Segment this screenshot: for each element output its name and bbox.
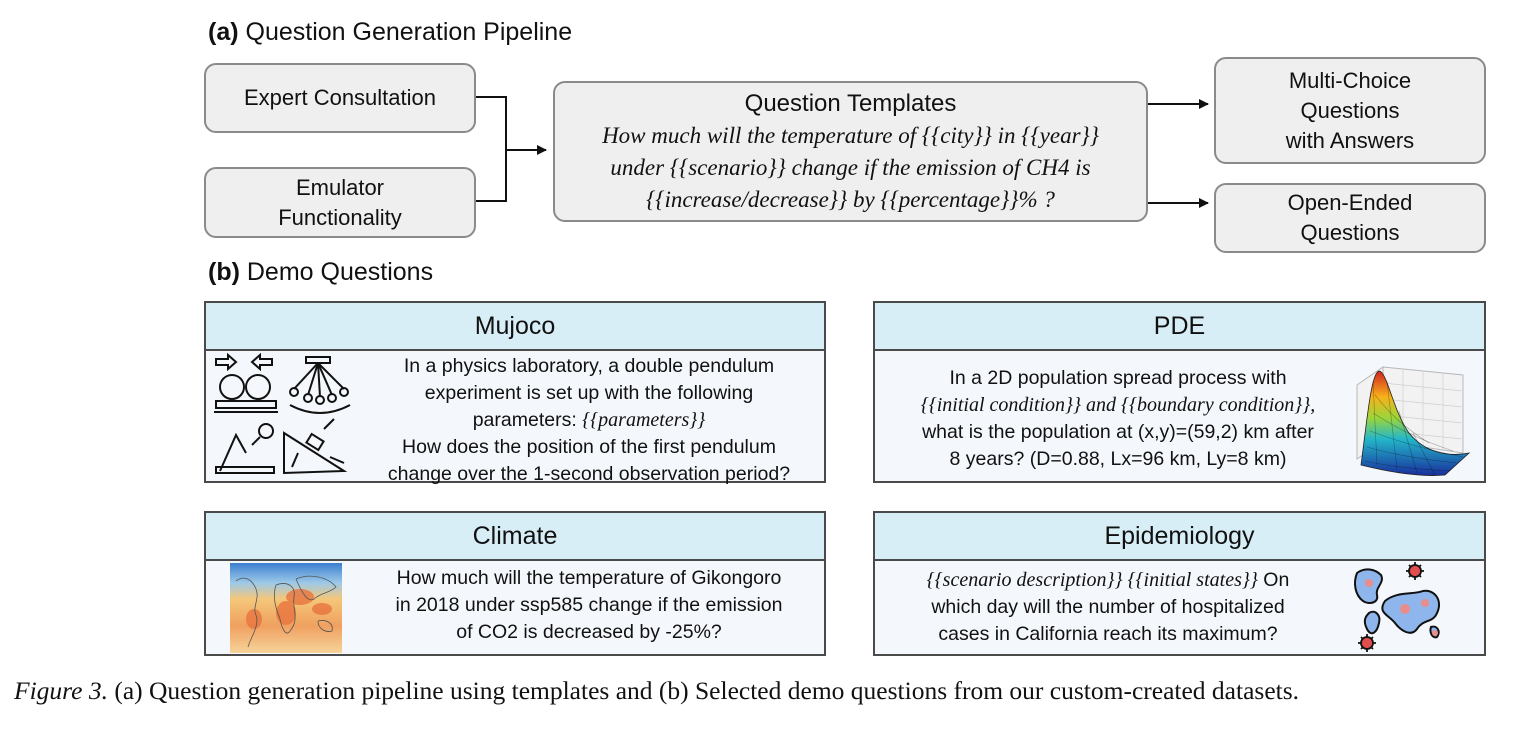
pde-card-title: PDE bbox=[875, 303, 1484, 351]
epidemiology-line1-rest: On bbox=[1257, 569, 1290, 591]
pde-surface-plot-image bbox=[1356, 366, 1471, 476]
virus-icon bbox=[1358, 562, 1424, 652]
climate-line1: How much will the temperature of Gikongo… bbox=[396, 567, 782, 589]
section-a-label: (a) bbox=[208, 18, 239, 46]
section-a-title: (a) Question Generation Pipeline bbox=[208, 18, 572, 47]
question-templates-title: Question Templates bbox=[744, 89, 957, 117]
climate-line2: in 2018 under ssp585 change if the emiss… bbox=[395, 594, 783, 616]
mujoco-line4: How does the position of the first pendu… bbox=[402, 436, 776, 458]
split-connector bbox=[1148, 99, 1209, 208]
section-a-text: Question Generation Pipeline bbox=[245, 18, 573, 46]
mujoco-line1: In a physics laboratory, a double pendul… bbox=[403, 355, 775, 377]
epidemiology-card: Epidemiology {{scenario description}} {{… bbox=[873, 511, 1486, 656]
climate-card: Climate How much will the temperature of… bbox=[204, 511, 826, 656]
pde-line1: In a 2D population spread process with bbox=[949, 367, 1287, 389]
figure-caption: Figure 3. (a) Question generation pipeli… bbox=[14, 676, 1534, 706]
open-ended-line2: Questions bbox=[1300, 220, 1400, 245]
mujoco-line3: parameters: {{parameters}} bbox=[354, 407, 824, 434]
expert-consultation-label: Expert Consultation bbox=[244, 85, 436, 110]
pde-line2: {{initial condition}} and {{boundary con… bbox=[920, 394, 1316, 416]
climate-heatmap-image bbox=[230, 563, 342, 653]
climate-question: How much will the temperature of Gikongo… bbox=[354, 565, 824, 646]
mujoco-question: In a physics laboratory, a double pendul… bbox=[354, 353, 824, 488]
figure-caption-text: (a) Question generation pipeline using t… bbox=[107, 676, 1300, 705]
mujoco-parameters-var: {{parameters}} bbox=[582, 409, 706, 431]
open-ended-box: Open-Ended Questions bbox=[1214, 183, 1486, 253]
emulator-label-line2: Functionality bbox=[278, 204, 402, 230]
section-b-title: (b) Demo Questions bbox=[208, 258, 433, 287]
epidemiology-line3: cases in California reach its maximum? bbox=[938, 623, 1278, 645]
epidemiology-question: {{scenario description}} {{initial state… bbox=[881, 567, 1335, 648]
emulator-functionality-box: Emulator Functionality bbox=[204, 167, 476, 238]
emulator-label-line1: Emulator bbox=[295, 174, 385, 200]
epidemiology-card-title: Epidemiology bbox=[875, 513, 1484, 561]
mujoco-line5: change over the 1-second observation per… bbox=[387, 463, 791, 485]
epidemiology-line2: which day will the number of hospitalize… bbox=[931, 596, 1285, 618]
template-line3: {{increase/decrease}} by {{percentage}}%… bbox=[646, 186, 1055, 212]
pde-line4: 8 years? (D=0.88, Lx=96 km, Ly=8 km) bbox=[949, 448, 1287, 470]
mujoco-card-title: Mujoco bbox=[206, 303, 824, 351]
expert-consultation-box: Expert Consultation bbox=[204, 63, 476, 133]
multi-choice-line2: Questions bbox=[1300, 97, 1400, 123]
pde-question: In a 2D population spread process with {… bbox=[881, 365, 1355, 473]
mujoco-line2: experiment is set up with the following bbox=[424, 382, 754, 404]
epidemiology-vars: {{scenario description}} {{initial state… bbox=[926, 569, 1258, 591]
virus-map-icon bbox=[1354, 562, 1441, 652]
climate-line3: of CO2 is decreased by -25%? bbox=[456, 621, 722, 643]
epidemiology-line1: {{scenario description}} {{initial state… bbox=[881, 567, 1335, 594]
merge-connector bbox=[476, 96, 547, 202]
mujoco-physics-icon bbox=[214, 352, 351, 475]
mujoco-card: Mujoco bbox=[204, 301, 826, 485]
template-line2: under {{scenario}} change if the emissio… bbox=[610, 154, 1091, 180]
pde-line3: what is the population at (x,y)=(59,2) k… bbox=[922, 421, 1314, 443]
question-templates-box: Question Templates How much will the tem… bbox=[553, 81, 1148, 222]
section-b-text: Demo Questions bbox=[246, 258, 434, 286]
multi-choice-line1: Multi-Choice bbox=[1288, 67, 1412, 93]
multi-choice-line3: with Answers bbox=[1285, 127, 1415, 153]
climate-card-title: Climate bbox=[206, 513, 824, 561]
figure-caption-label: Figure 3. bbox=[14, 676, 108, 705]
open-ended-line1: Open-Ended bbox=[1287, 190, 1413, 215]
multi-choice-box: Multi-Choice Questions with Answers bbox=[1214, 57, 1486, 164]
section-b-label: (b) bbox=[208, 258, 240, 286]
mujoco-line3-prefix: parameters: bbox=[472, 409, 583, 431]
template-line1: How much will the temperature of {{city}… bbox=[602, 122, 1099, 148]
pde-card: PDE In a 2D population spread process wi… bbox=[873, 301, 1486, 483]
